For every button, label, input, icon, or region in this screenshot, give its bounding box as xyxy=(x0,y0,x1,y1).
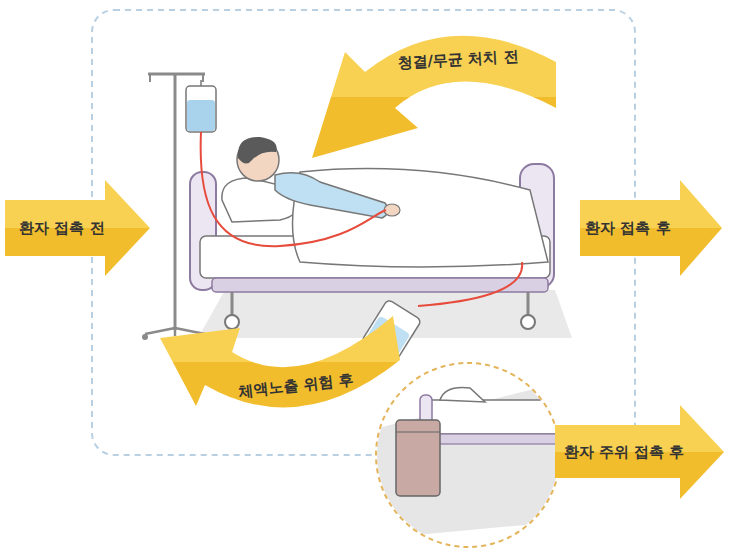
patient xyxy=(238,137,277,164)
patient xyxy=(384,204,400,216)
iv-bag xyxy=(186,86,216,132)
patient-surroundings xyxy=(376,363,560,547)
patient-surroundings xyxy=(360,363,580,547)
arrow-outline xyxy=(290,0,565,170)
bed xyxy=(212,278,548,292)
arrow-shape: 환자 접촉 후 xyxy=(575,175,725,280)
patient-surroundings xyxy=(396,431,440,432)
iv-tube xyxy=(201,132,386,246)
patient-surroundings xyxy=(440,388,485,403)
arrow-shape: 환자 주위 접촉 후 xyxy=(550,400,728,505)
patient-surroundings xyxy=(360,380,580,540)
arrow-shape: 환자 접촉 전 xyxy=(0,175,155,280)
patient xyxy=(222,137,548,267)
arrow-fill xyxy=(580,180,722,276)
iv-pole xyxy=(142,334,148,340)
patient xyxy=(293,169,549,267)
bed xyxy=(225,315,239,329)
patient-surroundings xyxy=(396,420,440,496)
iv-pole xyxy=(148,73,205,76)
arrow-fill xyxy=(5,180,150,276)
patient-zone-border xyxy=(92,10,635,455)
bed xyxy=(521,315,535,329)
bed xyxy=(190,164,554,329)
patient-surroundings xyxy=(432,434,572,444)
arrow-label: 환자 주위 접촉 후 xyxy=(564,445,685,460)
iv-pole xyxy=(150,74,203,82)
arrow-fill xyxy=(160,316,400,407)
iv-bag xyxy=(200,80,202,86)
arrow-shape: 청결/무균 처치 전 xyxy=(290,0,565,170)
arrow-outline xyxy=(150,305,405,440)
arrow-shape: 체액노출 위험 후 xyxy=(150,305,405,440)
patient-surroundings xyxy=(360,380,580,540)
arrow-fill xyxy=(312,36,556,158)
iv-tube xyxy=(201,132,386,246)
arrow-fill xyxy=(555,405,724,499)
arrow-label: 환자 접촉 후 xyxy=(585,221,670,236)
drainage-bag xyxy=(418,262,522,306)
iv-bag xyxy=(187,100,215,131)
iv-pole xyxy=(174,74,177,330)
iv-bag xyxy=(186,80,216,132)
arrow-label: 환자 접촉 전 xyxy=(19,221,104,236)
patient-surroundings xyxy=(425,400,575,434)
patient xyxy=(275,173,388,218)
